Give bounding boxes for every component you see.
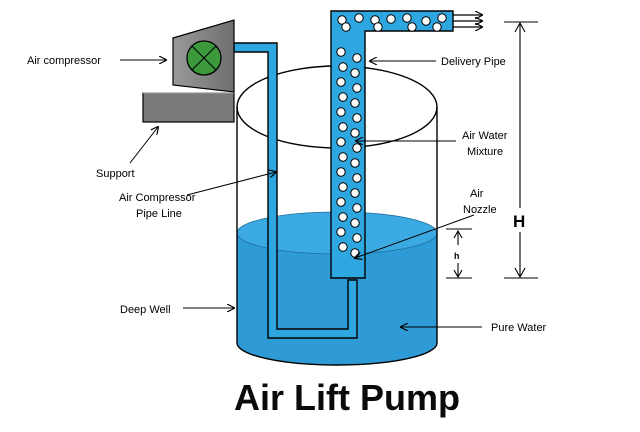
air-bubble [352,143,362,153]
air-bubble [338,122,348,132]
air-bubble [350,218,360,228]
air-bubble [336,227,346,237]
pointer-support [129,127,158,164]
air-bubble [338,92,348,102]
outlet-arrows [453,15,482,27]
air-bubble [407,22,417,32]
label-pure-water: Pure Water [491,322,547,334]
label-air-compressor: Air compressor [27,55,101,67]
air-compressor [172,19,235,93]
dimension-h [446,228,472,279]
air-water-mixture-bubbles [336,13,447,258]
air-bubble [341,22,351,32]
label-air-water-mixture-1: Air Water [462,130,508,142]
air-bubble [350,98,360,108]
dimension-H [504,21,538,279]
air-bubble [352,113,362,123]
air-bubble [432,22,442,32]
support [142,92,235,123]
air-bubble [336,197,346,207]
label-compressor-pipe-line-1: Air Compressor [119,192,196,204]
air-bubble [338,182,348,192]
label-compressor-pipe-line-2: Pipe Line [136,208,182,220]
label-h: h [454,251,460,261]
label-air-nozzle-1: Air [470,188,484,200]
pointer-nozzle [355,214,475,258]
air-bubble [352,53,362,63]
delivery-pipe [330,10,454,279]
label-H: H [513,212,525,231]
air-bubble [336,107,346,117]
air-bubble [402,13,412,23]
label-deep-well: Deep Well [120,304,171,316]
air-bubble [338,242,348,252]
air-bubble [373,22,383,32]
air-bubble [352,83,362,93]
air-bubble [350,68,360,78]
air-bubble [350,158,360,168]
air-bubble [338,212,348,222]
air-bubble [337,15,347,25]
air-bubble [336,77,346,87]
diagram-title: Air Lift Pump [234,377,460,418]
pointer-pipe-line [186,172,276,196]
air-bubble [338,62,348,72]
air-compressor-pipe-line [233,42,358,339]
pointer-lines [120,60,482,327]
air-bubble [354,13,364,23]
air-bubble [352,233,362,243]
air-bubble [350,128,360,138]
air-bubble [336,137,346,147]
air-bubble [338,152,348,162]
label-air-water-mixture-2: Mixture [467,146,503,158]
air-bubble [437,13,447,23]
air-bubble [386,14,396,24]
label-air-nozzle-2: Nozzle [463,204,497,216]
label-delivery-pipe: Delivery Pipe [441,56,506,68]
air-bubble [336,47,346,57]
air-bubble [352,203,362,213]
air-bubble [336,167,346,177]
label-support: Support [96,168,135,180]
air-bubble [350,188,360,198]
air-bubble [421,16,431,26]
air-bubble [352,173,362,183]
air-bubble [350,248,360,258]
